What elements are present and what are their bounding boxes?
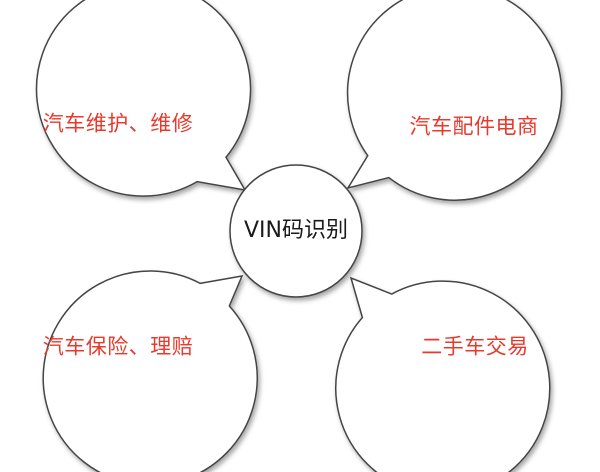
center-label: VIN码识别	[244, 218, 348, 243]
bubble-shape-top-left	[35, 0, 252, 197]
bubble-shape-bottom-right	[335, 276, 551, 472]
bubble-label-bottom-left: 汽车保险、理赔	[42, 334, 194, 359]
bubble-shape-top-right	[346, 0, 563, 201]
center-circle	[229, 164, 363, 298]
bubble-label-bottom-right: 二手车交易	[421, 334, 529, 359]
bubble-shape-bottom-left	[42, 270, 258, 472]
bubble-label-top-left: 汽车维护、维修	[42, 111, 194, 136]
bubble-label-top-right: 汽车配件电商	[409, 114, 539, 139]
